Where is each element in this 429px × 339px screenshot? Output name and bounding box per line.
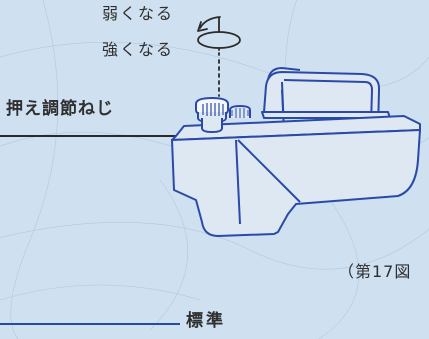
rotation-arrow-icon (197, 16, 241, 97)
weaker-label: 弱くなる (102, 4, 175, 23)
section-divider (0, 323, 180, 325)
leader-line (0, 135, 195, 137)
figure-reference: （第17図 (338, 262, 412, 281)
stronger-label: 強くなる (102, 40, 175, 59)
pressure-screw-label: 押え調節ねじ (6, 99, 114, 119)
tank-body (171, 67, 421, 237)
pressure-screw-knob (195, 97, 251, 133)
section-title: 標準 (186, 311, 226, 331)
